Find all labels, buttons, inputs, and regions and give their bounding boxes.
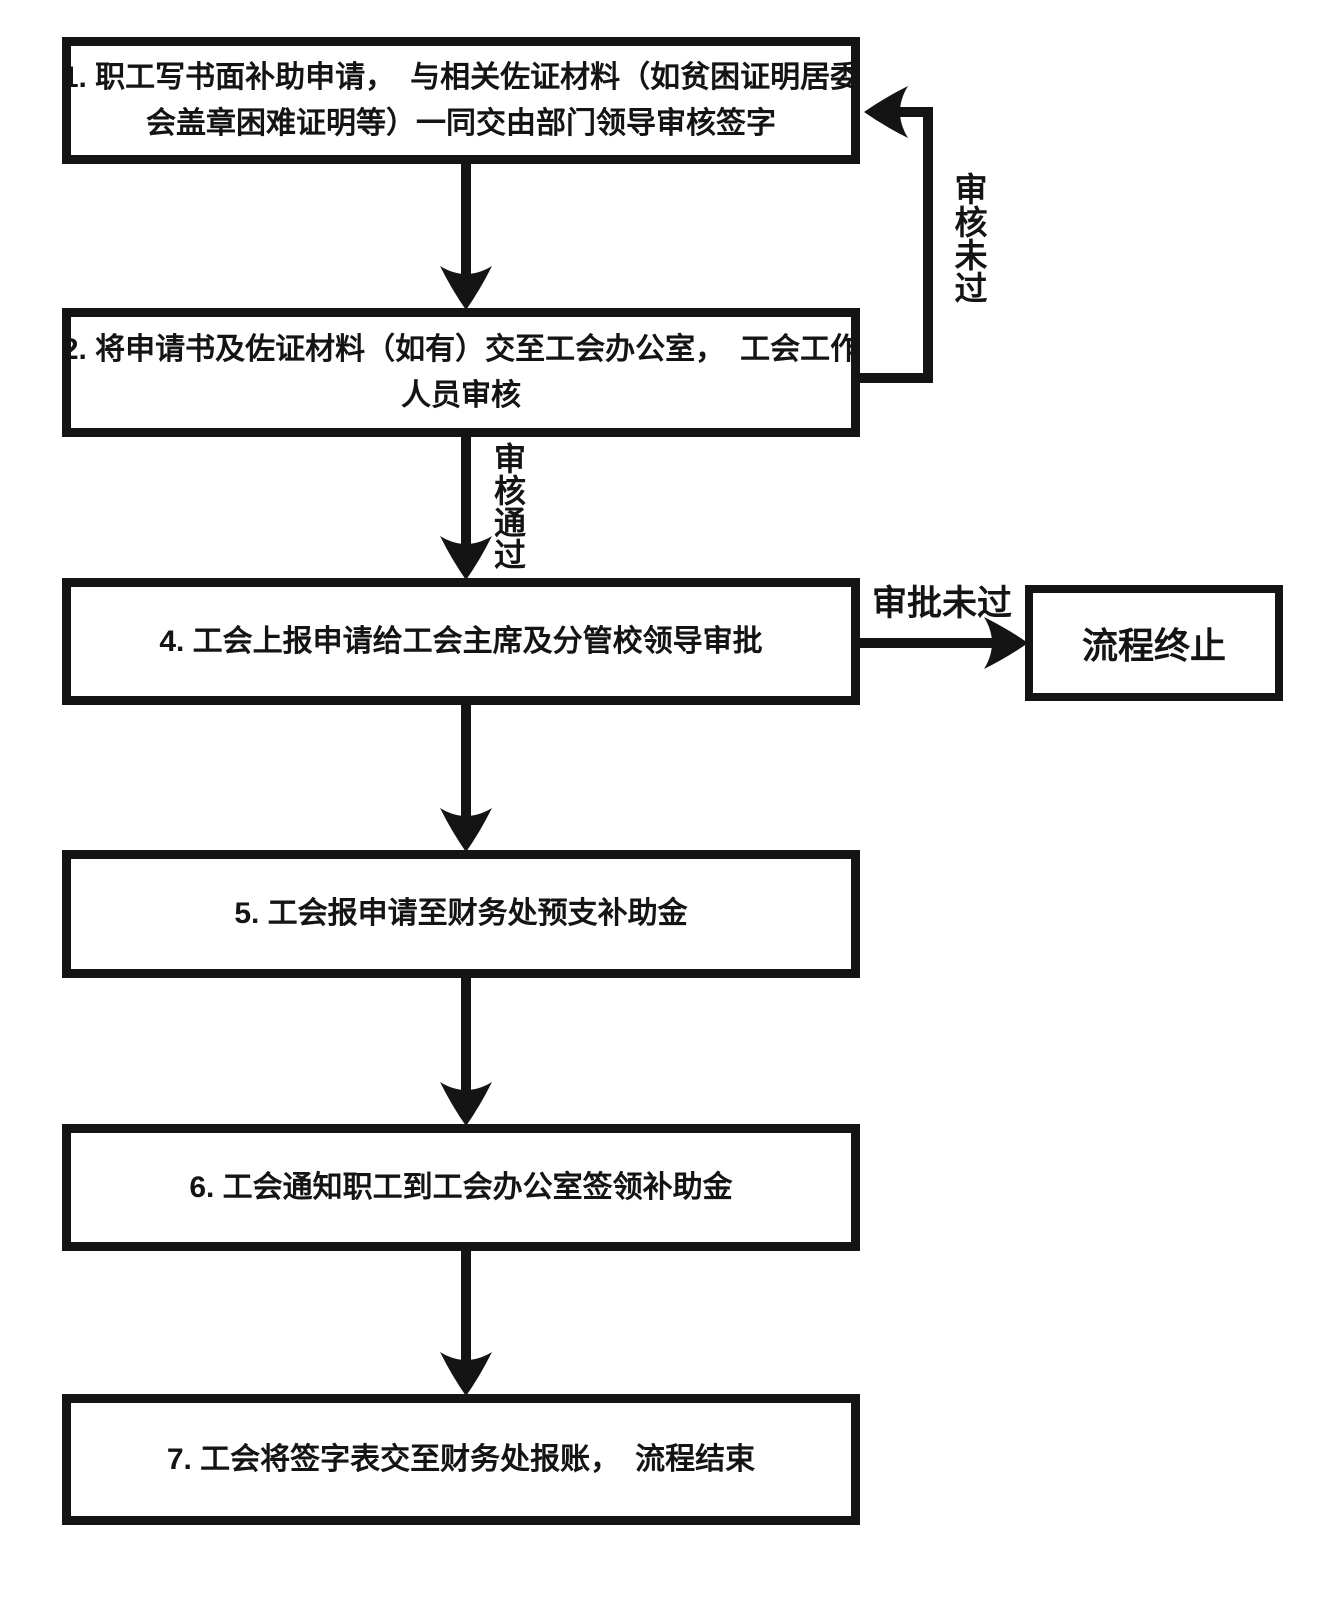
flow-step-4-text: 4. 工会上报申请给工会主席及分管校领导审批 <box>159 624 763 658</box>
flow-step-2-text: 2. 将申请书及佐证材料（如有）交至工会办公室， 工会工作 人员审核 <box>61 332 861 412</box>
arrow-left-head-icon <box>864 86 908 138</box>
arrow-down-head-icon <box>440 536 492 580</box>
arrow-step6-to-step7 <box>440 1244 492 1396</box>
label-review-failed: 审核未过 <box>950 172 987 304</box>
flow-step-6-text: 6. 工会通知职工到工会办公室签领补助金 <box>189 1170 733 1204</box>
terminal-box-text: 流程终止 <box>1081 625 1226 666</box>
flow-step-7-box: 7. 工会将签字表交至财务处报账， 流程结束 <box>62 1394 860 1525</box>
arrow-step1-to-step2 <box>440 158 492 310</box>
terminal-box: 流程终止 <box>1025 585 1283 701</box>
arrow-step4-to-terminal <box>858 617 1028 669</box>
label-approval-failed: 审批未过 <box>872 584 1013 623</box>
arrow-down-head-icon <box>440 808 492 852</box>
arrow-step4-to-step5 <box>440 700 492 852</box>
flow-step-5-box: 5. 工会报申请至财务处预支补助金 <box>62 850 860 978</box>
flow-step-1-text: 1. 职工写书面补助申请， 与相关佐证材料（如贫困证明居委 会盖章困难证明等）一… <box>61 60 861 140</box>
flow-step-5-text: 5. 工会报申请至财务处预支补助金 <box>234 897 688 930</box>
arrow-down-head-icon <box>440 1082 492 1126</box>
arrow-step5-to-step6 <box>440 974 492 1126</box>
arrow-right-head-icon <box>984 617 1028 669</box>
arrow-down-head-icon <box>440 1352 492 1396</box>
flow-step-7-text: 7. 工会将签字表交至财务处报账， 流程结束 <box>166 1442 756 1476</box>
arrow-feedback-line <box>858 107 933 383</box>
flow-step-4-box: 4. 工会上报申请给工会主席及分管校领导审批 <box>62 578 860 705</box>
flow-step-1-box: 1. 职工写书面补助申请， 与相关佐证材料（如贫困证明居委 会盖章困难证明等）一… <box>62 37 860 164</box>
flow-step-6-box: 6. 工会通知职工到工会办公室签领补助金 <box>62 1124 860 1251</box>
arrow-feedback-step2-to-step1 <box>858 86 933 383</box>
label-review-passed: 审核通过 <box>490 442 526 570</box>
arrow-step2-to-step4 <box>440 432 492 580</box>
flow-step-2-box: 2. 将申请书及佐证材料（如有）交至工会办公室， 工会工作 人员审核 <box>62 308 860 437</box>
arrow-down-head-icon <box>440 266 492 310</box>
